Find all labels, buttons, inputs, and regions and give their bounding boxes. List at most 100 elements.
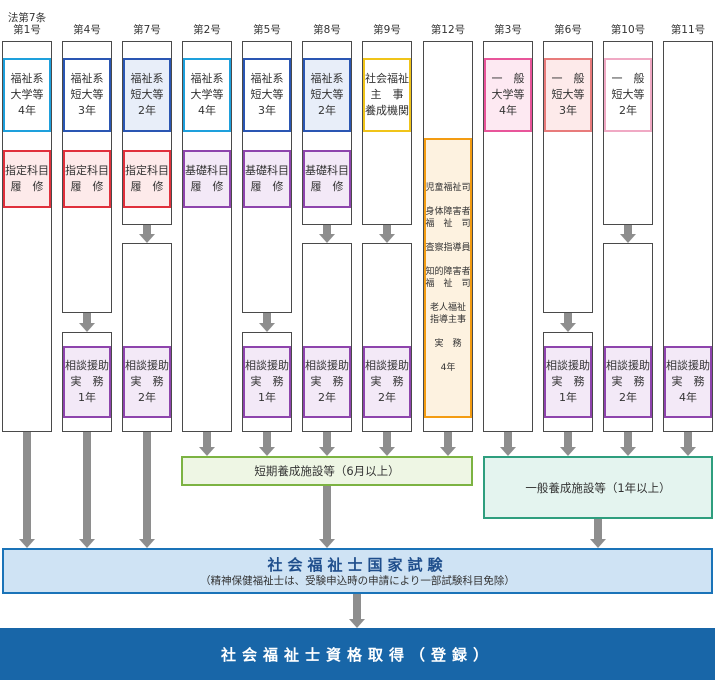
box-line: 履 修 (310, 180, 344, 193)
box-line: 福祉系 (70, 72, 104, 85)
box-line: 福 祉 司 (425, 219, 471, 229)
transition-arrow-head (620, 234, 636, 243)
column-header: 第8号 (313, 24, 341, 36)
to-short-facility-arrow-head (199, 447, 215, 456)
subject-box: 基礎科目履 修 (303, 150, 351, 208)
registration-label: 社会福祉士資格取得（登録） (220, 645, 494, 664)
box-line: 2年 (378, 391, 396, 404)
to-exam-arrow-head (139, 539, 155, 548)
column-header: 第4号 (73, 24, 101, 36)
box-line: 実 務 (551, 375, 585, 388)
to-short-facility-arrow-shaft (383, 432, 391, 447)
to-general-facility-arrow-shaft (564, 432, 572, 447)
to-general-facility-arrow-head (560, 447, 576, 456)
box-line: 3年 (258, 104, 276, 117)
box-line: 短大等 (551, 88, 585, 101)
box-line: 福祉系 (250, 72, 284, 85)
box-line: 4年 (18, 104, 36, 117)
box-line: 一 般 (611, 72, 645, 85)
box-line: 身体障害者 (425, 207, 471, 217)
box-line: 相談援助 (245, 359, 289, 372)
transition-arrow-shaft (143, 225, 151, 234)
column-header: 第10号 (610, 24, 646, 36)
to-short-facility-arrow-head (319, 447, 335, 456)
column-header: 第12号 (430, 24, 466, 36)
to-exam-arrow-shaft (143, 432, 151, 539)
to-short-facility-arrow-head (259, 447, 275, 456)
header-prefix: 法第7条 (7, 12, 47, 24)
box-line: 基礎科目 (245, 164, 289, 177)
transition-arrow-head (319, 234, 335, 243)
to-exam-arrow-shaft (23, 432, 31, 539)
column-header: 第2号 (193, 24, 221, 36)
box-line: 相談援助 (305, 359, 349, 372)
subject-box: 指定科目履 修 (3, 150, 51, 208)
box-line: 2年 (318, 104, 336, 117)
box-line: 2年 (318, 391, 336, 404)
transition-arrow-shaft (383, 225, 391, 234)
subject-box: 基礎科目履 修 (243, 150, 291, 208)
school-box: 福祉系短大等 3年 (243, 58, 291, 132)
transition-arrow-head (79, 323, 95, 332)
box-line: 短大等 (70, 88, 104, 101)
box-line: 実 務 (370, 375, 404, 388)
transition-arrow-shaft (263, 313, 271, 323)
box-line: 福祉系 (190, 72, 224, 85)
transition-arrow-shaft (624, 225, 632, 234)
subject-box: 基礎科目履 修 (183, 150, 231, 208)
box-line: 短大等 (130, 88, 164, 101)
transition-arrow-head (139, 234, 155, 243)
box-line: 相談援助 (546, 359, 590, 372)
box-line: 2年 (138, 391, 156, 404)
transition-arrow-shaft (323, 225, 331, 234)
column-header: 第1号 (13, 24, 41, 36)
to-general-facility-arrow-head (680, 447, 696, 456)
box-line: 指定科目 (125, 164, 169, 177)
box-line: 大学等 (491, 88, 525, 101)
to-general-facility-arrow-shaft (624, 432, 632, 447)
box-line: 3年 (559, 104, 577, 117)
to-short-facility-arrow-shaft (263, 432, 271, 447)
registration-banner: 社会福祉士資格取得（登録） (0, 628, 715, 680)
box-line: 短大等 (250, 88, 284, 101)
box-line: 指導主事 (429, 315, 466, 325)
box-line: 福祉系 (130, 72, 164, 85)
box-line: 一 般 (491, 72, 525, 85)
to-general-facility-arrow-head (620, 447, 636, 456)
transition-arrow-head (560, 323, 576, 332)
box-line: 履 修 (130, 180, 164, 193)
general-training-facility-box: 一般養成施設等（1年以上） (483, 456, 713, 519)
box-line: 1年 (559, 391, 577, 404)
to-general-facility-arrow-shaft (684, 432, 692, 447)
box-line: 2年 (619, 104, 637, 117)
box-line (447, 350, 450, 362)
subject-box: 指定科目履 修 (63, 150, 111, 208)
box-line: 福 祉 司 (425, 279, 471, 289)
to-short-facility-arrow-shaft (444, 432, 452, 447)
school-box: 社会福祉主 事養成機関 (363, 58, 411, 132)
box-line: 1年 (258, 391, 276, 404)
box-line: 2年 (138, 104, 156, 117)
box-line: 相談援助 (65, 359, 109, 372)
box-line: 相談援助 (606, 359, 650, 372)
box-line: 履 修 (10, 180, 44, 193)
to-short-facility-arrow-head (440, 447, 456, 456)
box-line: 社会福祉 (365, 72, 409, 85)
to-short-facility-arrow-shaft (323, 432, 331, 447)
box-line: 短大等 (310, 88, 344, 101)
box-line: 4年 (198, 104, 216, 117)
short-to-exam-arrow-head (319, 539, 335, 548)
box-line: 実 務 (310, 375, 344, 388)
box-line: 履 修 (70, 180, 104, 193)
general-to-exam-arrow-head (590, 539, 606, 548)
to-general-facility-arrow-head (500, 447, 516, 456)
transition-arrow-head (379, 234, 395, 243)
general-training-facility-label: 一般養成施設等（1年以上） (525, 480, 671, 495)
